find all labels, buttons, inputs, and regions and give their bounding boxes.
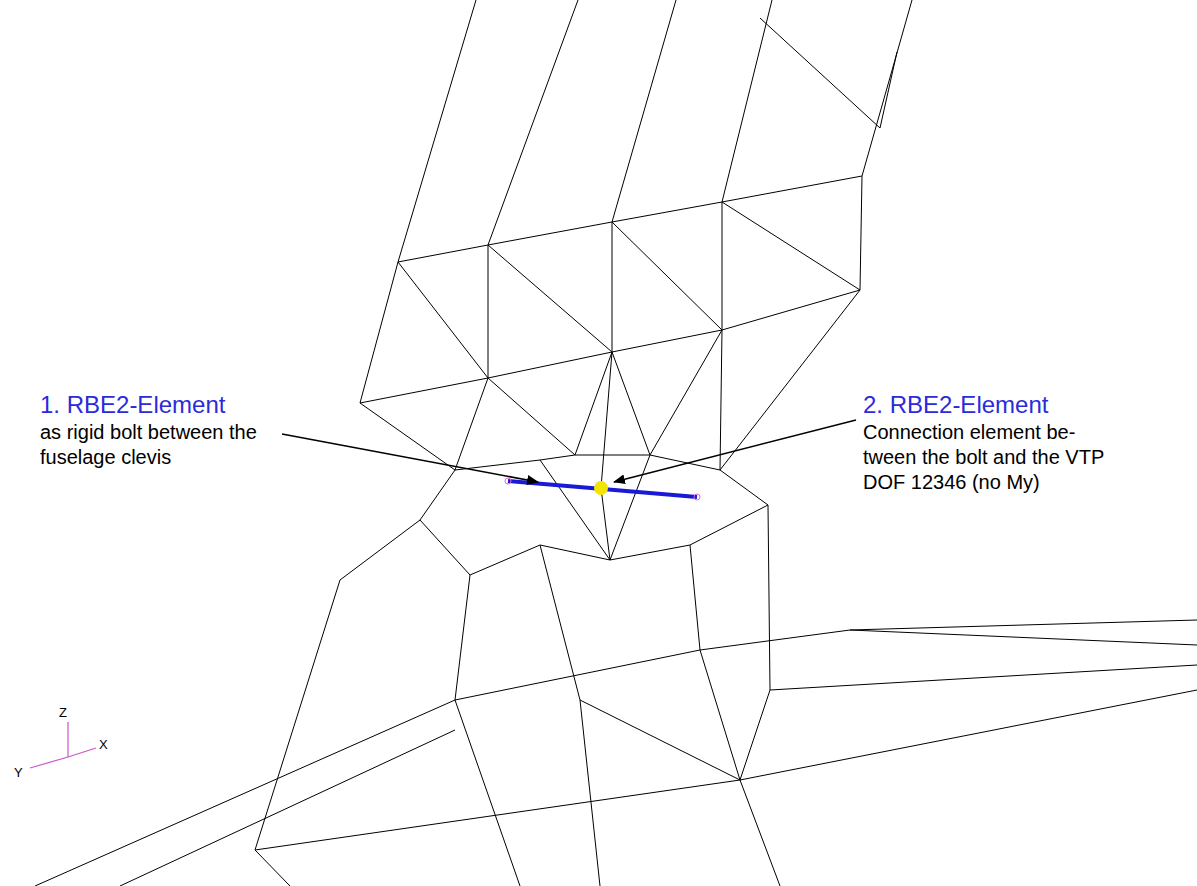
callout-title: 1. RBE2-Element (40, 392, 225, 417)
axis-triad (30, 722, 96, 768)
axis-label: Y (14, 766, 23, 780)
axis-label: X (99, 738, 108, 752)
leader-arrow (282, 434, 538, 482)
rigid-bolt (508, 481, 697, 497)
callout-note: Connection element be- tween the bolt an… (863, 420, 1113, 495)
connection-node (594, 481, 608, 495)
callout-note: as rigid bolt between the fuselage clevi… (40, 420, 280, 470)
bolt-end (694, 494, 700, 500)
leader-arrow (614, 420, 856, 482)
axis-label: Z (59, 706, 67, 720)
bolt-end (505, 478, 511, 484)
callout-title: 2. RBE2-Element (863, 392, 1048, 417)
mesh-lines (35, 0, 1197, 886)
